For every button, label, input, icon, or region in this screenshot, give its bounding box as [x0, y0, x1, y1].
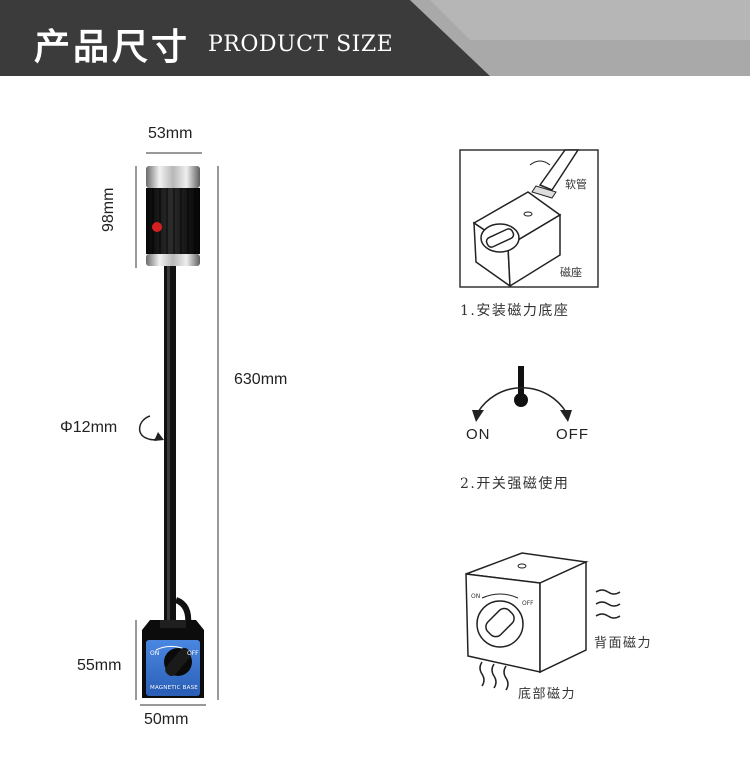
step3-bottom-label: 底部磁力: [518, 687, 577, 702]
indicator-light: [152, 222, 162, 232]
hose-drawing: [529, 149, 580, 199]
banner-title-en: PRODUCT SIZE: [208, 32, 394, 57]
head-width-label: 53mm: [148, 125, 193, 142]
back-magnetism-waves: [595, 589, 621, 619]
switch-dial-icon: [472, 366, 572, 422]
step3-base-cube: [465, 552, 589, 674]
header-banner: 产品尺寸 PRODUCT SIZE: [0, 0, 750, 76]
step1-hose-label: 软管: [565, 178, 587, 191]
magnetic-base: [142, 620, 204, 698]
step1-base-label: 磁座: [560, 266, 582, 279]
lamp-head: [146, 166, 200, 266]
step1-caption: 1.安装磁力底座: [460, 303, 570, 319]
banner-title-cn: 产品尺寸: [34, 26, 191, 68]
base-width-label: 50mm: [144, 711, 189, 728]
base-on-label: ON: [150, 650, 160, 657]
step1-base-cube: [472, 191, 562, 288]
rotate-arrow-icon: [138, 415, 164, 441]
step2-on-label: ON: [466, 426, 491, 443]
step3-back-label: 背面磁力: [594, 636, 653, 651]
banner-background: [0, 0, 750, 76]
base-off-label: OFF: [187, 650, 199, 657]
tube-diameter-label: Φ12mm: [60, 419, 118, 436]
step3-off-label: OFF: [522, 600, 534, 607]
step2-off-label: OFF: [556, 426, 589, 443]
step3-on-label: ON: [471, 593, 481, 600]
base-brand-label: MAGNETIC BASE: [150, 685, 198, 691]
step2-caption: 2.开关强磁使用: [460, 476, 570, 492]
base-height-label: 55mm: [77, 657, 122, 674]
total-length-label: 630mm: [234, 371, 288, 388]
bottom-magnetism-waves: [479, 661, 509, 691]
